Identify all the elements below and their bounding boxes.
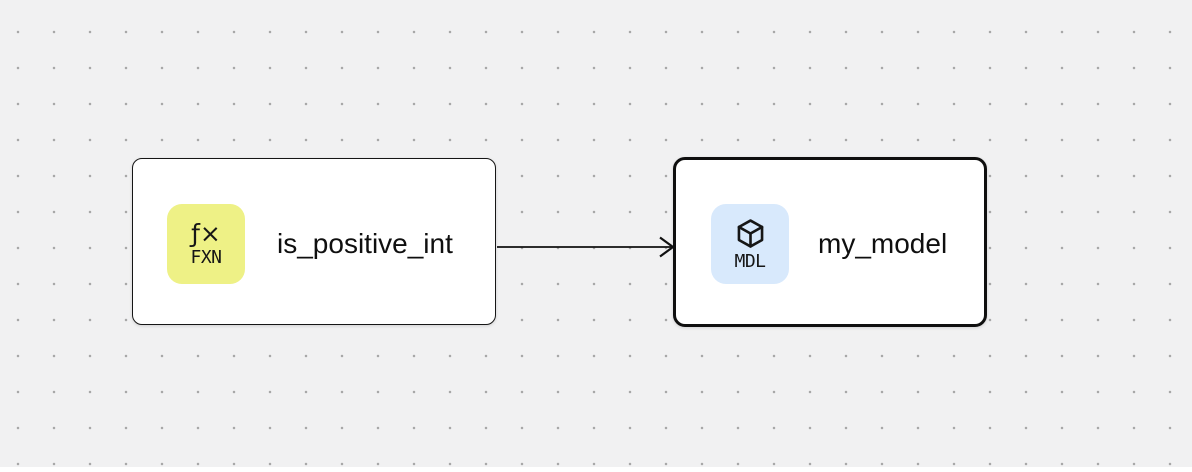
node-label: my_model: [818, 228, 948, 259]
node-my-model[interactable]: MDL my_model: [673, 157, 987, 327]
function-icon: ƒ×: [191, 218, 221, 248]
bottom-edge-strip: [0, 467, 1192, 472]
badge-type-label: MDL: [734, 251, 766, 272]
function-badge: ƒ× FXN: [167, 203, 245, 284]
model-badge: MDL: [711, 204, 789, 284]
edge-fxn-to-mdl[interactable]: [497, 236, 675, 258]
node-label: is_positive_int: [277, 227, 453, 259]
badge-type-label: FXN: [190, 246, 222, 268]
node-is-positive-int[interactable]: ƒ× FXN is_positive_int: [132, 158, 496, 325]
cube-icon: [734, 217, 767, 250]
